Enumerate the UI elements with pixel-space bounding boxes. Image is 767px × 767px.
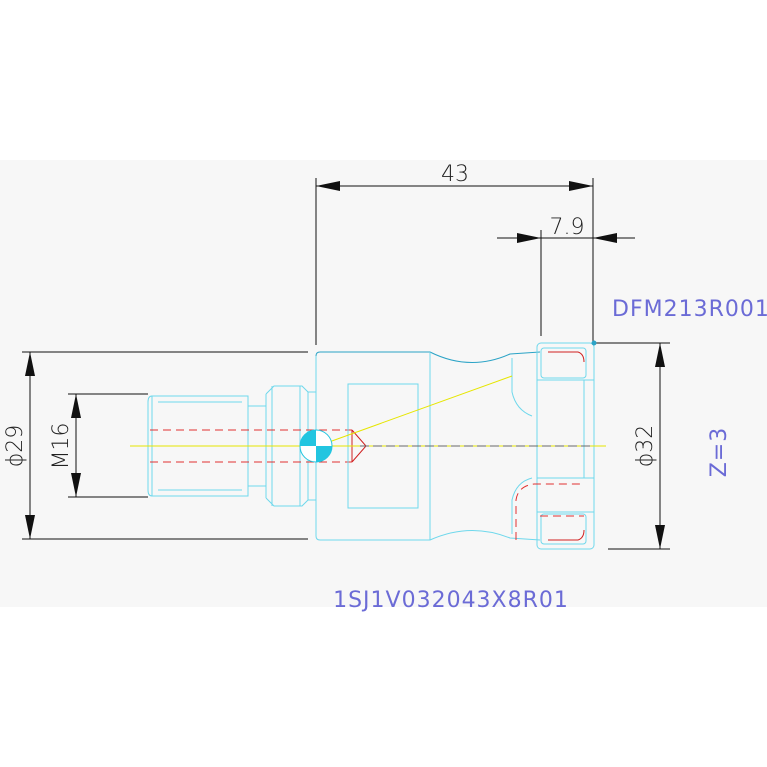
dimension-phi32-label: ϕ32	[633, 425, 658, 468]
dimension-shank-diameter: ϕ29	[3, 351, 308, 540]
flute-hidden-lines	[515, 351, 585, 541]
dimension-7-9-label: 7.9	[550, 215, 585, 240]
center-lines	[130, 375, 606, 447]
dimension-head-offset: 7.9	[497, 215, 635, 336]
tool-code-label: 1SJ1V032043X8R01	[333, 588, 569, 613]
datum-point	[591, 340, 597, 346]
dimension-43-label: 43	[441, 162, 469, 187]
dimension-thread: M16	[49, 393, 148, 498]
dimension-phi29-label: ϕ29	[3, 425, 28, 468]
dimension-m16-label: M16	[49, 423, 74, 470]
dimension-cutter-diameter: ϕ32	[596, 342, 670, 550]
insert-code-label: DFM213R001	[612, 297, 767, 322]
dimension-overall-length: 43	[315, 162, 594, 345]
center-marker-icon	[299, 429, 333, 463]
flutes-label: Z=3	[707, 427, 732, 478]
